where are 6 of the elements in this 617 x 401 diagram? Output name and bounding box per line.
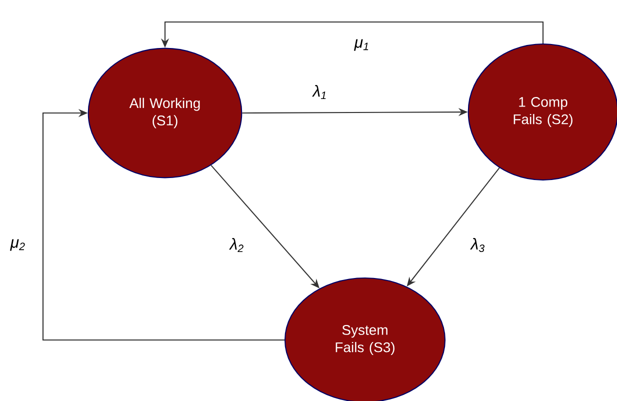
- edge-label: λ$_{1}$: [311, 84, 329, 100]
- edge-label: λ$_{3}$: [469, 236, 487, 254]
- edge-label: μ$_{1}$: [353, 38, 372, 52]
- edge-label: μ$_{2}$: [9, 238, 28, 252]
- edge-label: λ$_{2}$: [228, 236, 246, 254]
- arrow: [42, 108, 284, 341]
